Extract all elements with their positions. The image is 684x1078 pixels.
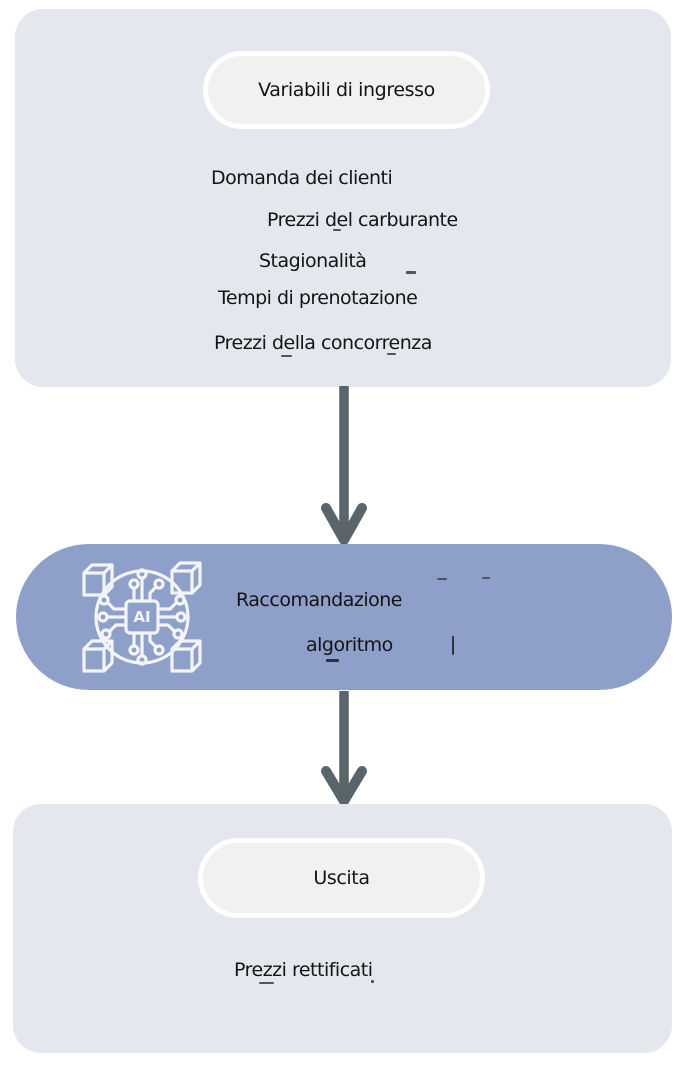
input-item-booking-times: Tempi di prenotazione bbox=[218, 287, 418, 309]
stray-mark bbox=[326, 659, 339, 662]
input-item-competitor-prices: Prezzi della concorrenza bbox=[214, 332, 432, 354]
output-panel: Uscita bbox=[13, 804, 672, 1053]
cube-top-right bbox=[170, 561, 202, 595]
stray-mark bbox=[437, 578, 447, 580]
cube-top-left bbox=[82, 563, 114, 597]
process-pill: AI Raccomandazione algoritmo bbox=[16, 544, 672, 690]
input-panel-title: Variabili di ingresso bbox=[258, 79, 435, 101]
process-label-line2: algoritmo bbox=[306, 634, 393, 656]
stray-mark bbox=[333, 229, 341, 231]
ai-chip-icon: AI bbox=[82, 561, 202, 673]
stray-mark bbox=[259, 982, 274, 984]
svg-text:AI: AI bbox=[133, 608, 150, 626]
stray-mark-cursor bbox=[452, 636, 454, 655]
stray-mark bbox=[281, 355, 292, 357]
input-panel-title-pill: Variabili di ingresso bbox=[203, 51, 490, 129]
stray-mark bbox=[482, 577, 490, 579]
input-item-seasonality: Stagionalità bbox=[259, 250, 367, 272]
arrow-input-to-process bbox=[321, 386, 367, 545]
input-item-fuel-prices: Prezzi del carburante bbox=[267, 209, 458, 231]
input-variables-panel: Variabili di ingresso bbox=[15, 9, 671, 387]
stray-mark bbox=[387, 353, 396, 355]
output-panel-title: Uscita bbox=[313, 867, 370, 889]
output-panel-title-pill: Uscita bbox=[198, 838, 485, 918]
stray-mark bbox=[406, 271, 416, 274]
cube-bottom-right bbox=[170, 639, 202, 673]
input-item-customer-demand: Domanda dei clienti bbox=[211, 167, 393, 189]
process-label-line1: Raccomandazione bbox=[236, 589, 402, 611]
cube-bottom-left bbox=[82, 639, 114, 673]
arrow-process-to-output bbox=[321, 691, 367, 806]
output-item-adjusted-prices: Prezzi rettificati bbox=[234, 959, 373, 981]
stray-mark bbox=[371, 980, 374, 983]
